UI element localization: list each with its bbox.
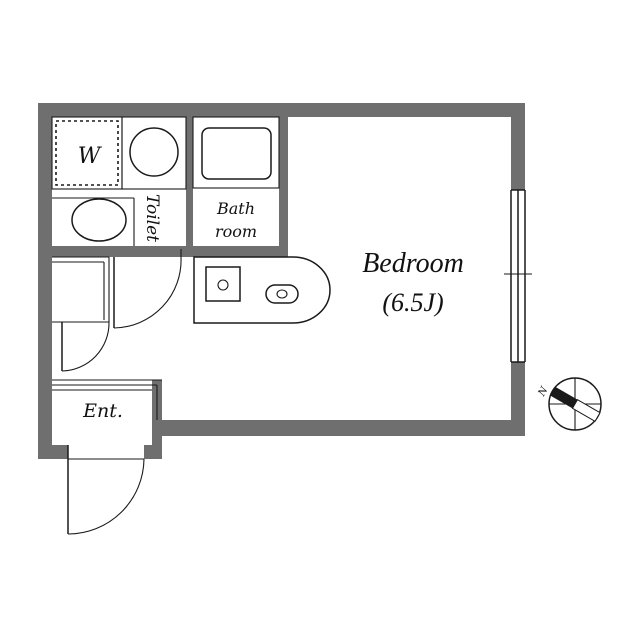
compass-needle-icon — [549, 386, 601, 423]
closet-door — [61, 321, 110, 372]
compass: N — [536, 377, 602, 431]
storage-closet — [52, 256, 110, 323]
bedroom-window — [504, 189, 532, 363]
entrance-area — [52, 379, 162, 420]
toilet-fixture — [52, 197, 135, 246]
compass-north-label: N — [536, 384, 551, 399]
bath-label-line2: room — [215, 222, 257, 241]
interior-walls — [52, 117, 288, 257]
bedroom-label: Bedroom — [362, 248, 464, 279]
bath-door — [113, 249, 182, 329]
bathtub — [192, 116, 280, 189]
toilet-label: Toilet — [142, 194, 162, 242]
kitchen-counter — [193, 256, 331, 324]
washer-label: W — [78, 144, 103, 169]
wash-basin — [121, 116, 187, 190]
bedroom-size: (6.5J) — [382, 288, 443, 317]
entrance-door — [67, 445, 145, 535]
bath-label-line1: Bath — [216, 199, 255, 218]
entrance-label: Ent. — [82, 400, 123, 422]
